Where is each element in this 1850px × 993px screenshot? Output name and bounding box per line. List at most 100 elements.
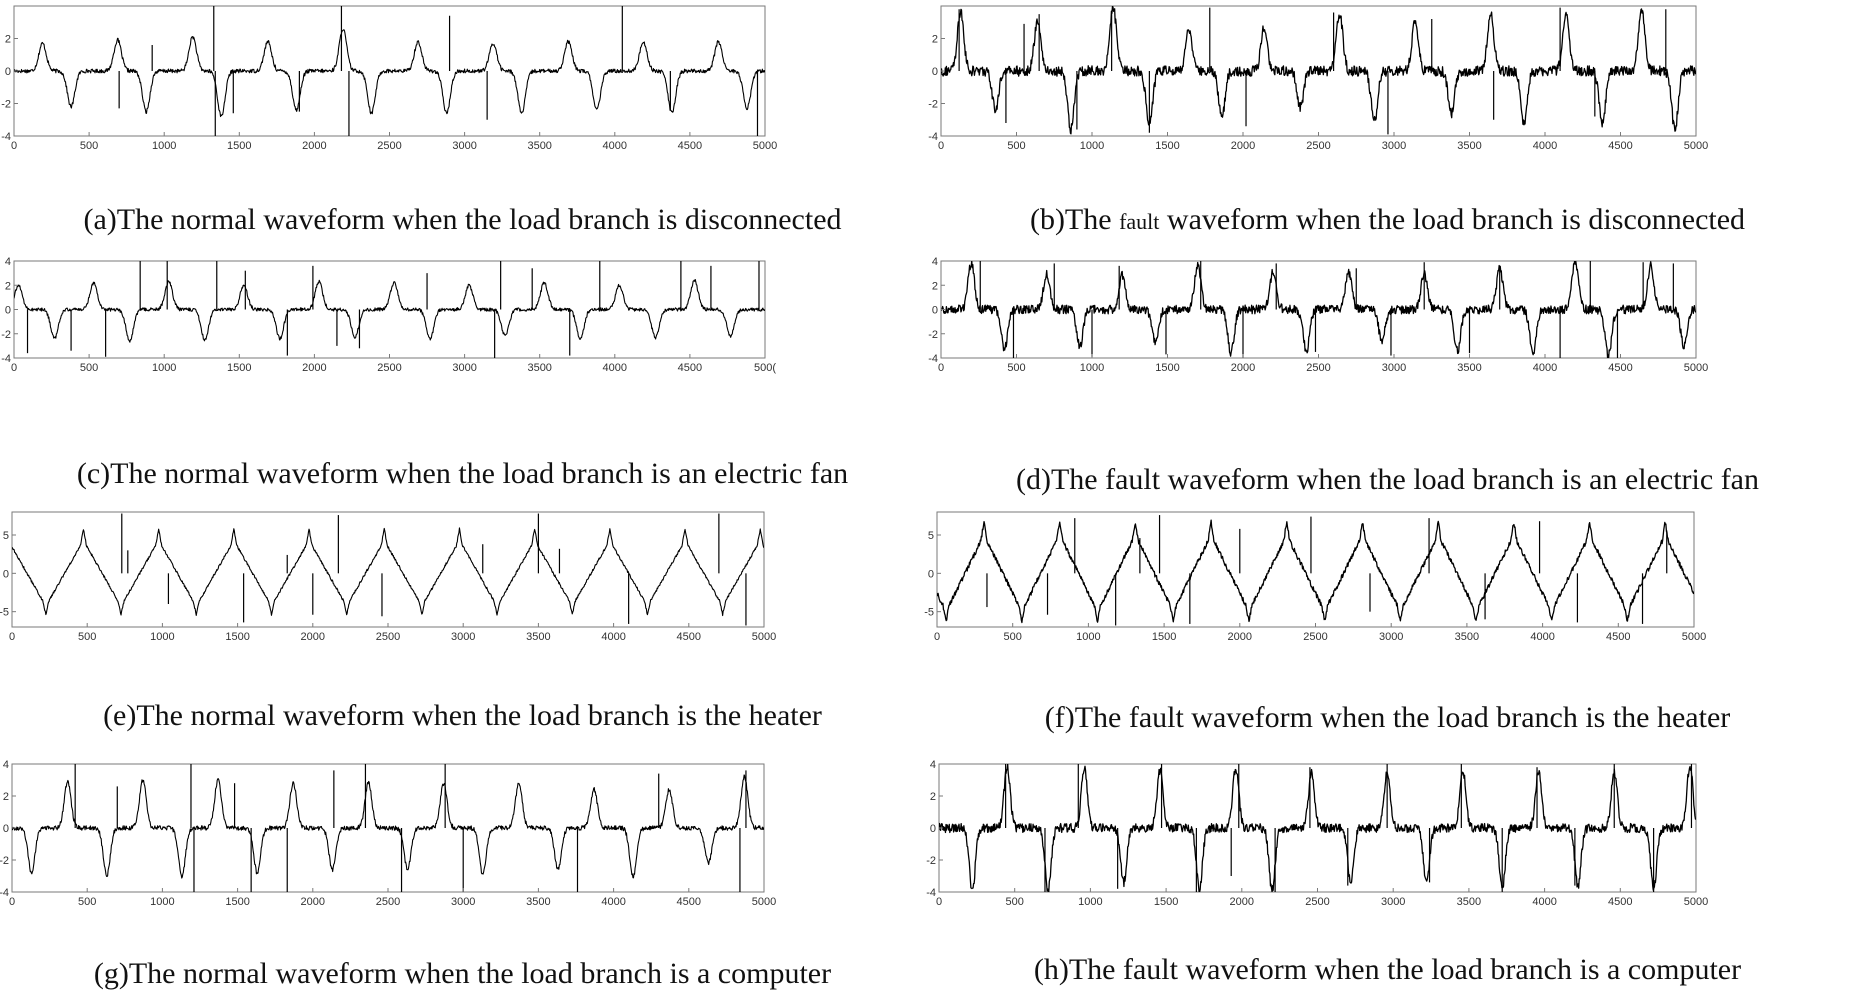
x-tick-label: 2000 [1228,631,1252,643]
x-tick-label: 500 [1007,140,1025,152]
caption-g: (g)The normal waveform when the load bra… [93,957,832,990]
x-tick-label: 2000 [301,631,325,643]
x-tick-label: 4000 [1533,362,1557,374]
y-tick-label: 2 [3,791,9,803]
y-tick-label: 4 [930,759,936,771]
waveform-line [937,519,1694,624]
x-tick-label: 500 [80,362,98,374]
x-tick-label: 0 [938,140,944,152]
x-tick-label: 3500 [1457,140,1481,152]
x-tick-label: 3500 [1457,896,1481,908]
waveform-line [12,774,764,879]
x-tick-label: 2000 [302,362,326,374]
x-tick-label: 5000 [1684,896,1708,908]
x-tick-label: 3000 [451,896,475,908]
x-tick-label: 1500 [1155,140,1179,152]
x-tick-label: 500 [78,896,96,908]
y-tick-label: 0 [932,66,938,78]
waveform-group [941,261,1696,358]
waveform-group [14,261,765,358]
x-tick-label: 1000 [150,631,174,643]
y-tick-label: 0 [5,305,11,317]
waveform-line [14,278,765,343]
plot-frame [938,763,1697,893]
x-tick-label: 500 [1006,896,1024,908]
waveform-group [12,513,764,626]
y-tick-label: 4 [3,759,9,771]
waveform-line [941,261,1696,358]
x-tick-label: 500 [1007,362,1025,374]
caption-a: (a)The normal waveform when the load bra… [83,203,842,236]
plot-frame [13,260,766,359]
y-tick-label: 2 [932,280,938,292]
x-tick-label: 1000 [1076,631,1100,643]
x-tick-label: 1000 [1078,896,1102,908]
x-tick-label: 2500 [1306,140,1330,152]
plot-frame [11,511,765,628]
x-tick-label: 2500 [1303,631,1327,643]
x-tick-label: 500 [80,140,98,152]
x-tick-label: 5000 [752,631,776,643]
x-tick-label: 1000 [1080,362,1104,374]
x-tick-label: 3000 [1379,631,1403,643]
waveform-group [12,764,764,892]
x-tick-label: 4000 [601,631,625,643]
x-tick-label: 4500 [678,362,702,374]
x-tick-label: 1500 [1154,896,1178,908]
x-tick-label: 4000 [601,896,625,908]
waveform-group [937,515,1694,626]
y-tick-label: -2 [928,329,938,341]
y-tick-label: -5 [924,607,934,619]
x-tick-label: 5000 [1684,140,1708,152]
x-tick-label: 1500 [225,631,249,643]
x-tick-label: 5000 [1682,631,1706,643]
caption-h: (h)The fault waveform when the load bran… [1033,953,1742,986]
x-tick-label: 3500 [1457,362,1481,374]
x-tick-label: 3500 [526,631,550,643]
x-tick-label: 0 [11,140,17,152]
y-tick-label: 0 [930,823,936,835]
y-tick-label: 2 [5,34,11,46]
x-tick-label: 3500 [527,140,551,152]
plot-frame [936,511,1695,628]
y-tick-label: -2 [0,855,9,867]
x-tick-label: 4500 [1606,631,1630,643]
x-tick-label: 3500 [527,362,551,374]
x-tick-label: 5000 [1684,362,1708,374]
caption-d: (d)The fault waveform when the load bran… [1016,463,1759,496]
waveform-group [941,6,1696,135]
x-tick-label: 4500 [678,140,702,152]
x-tick-label: 1500 [1155,362,1179,374]
x-tick-label: 1500 [227,140,251,152]
caption-c: (c)The normal waveform when the load bra… [76,457,849,490]
y-tick-label: -5 [0,607,9,619]
y-tick-label: 0 [928,568,934,580]
x-tick-label: 4000 [1530,631,1554,643]
y-tick-label: -2 [1,329,11,341]
y-tick-label: -2 [928,99,938,111]
x-tick-label: 500 [78,631,96,643]
x-tick-label: 1000 [1080,140,1104,152]
x-tick-label: 4000 [1532,896,1556,908]
x-tick-label: 4000 [603,140,627,152]
x-tick-label: 4500 [1608,896,1632,908]
y-tick-label: 0 [932,305,938,317]
x-tick-label: 0 [9,896,15,908]
x-tick-label: 0 [11,362,17,374]
waveform-group [14,6,765,136]
x-tick-label: 3000 [1382,140,1406,152]
